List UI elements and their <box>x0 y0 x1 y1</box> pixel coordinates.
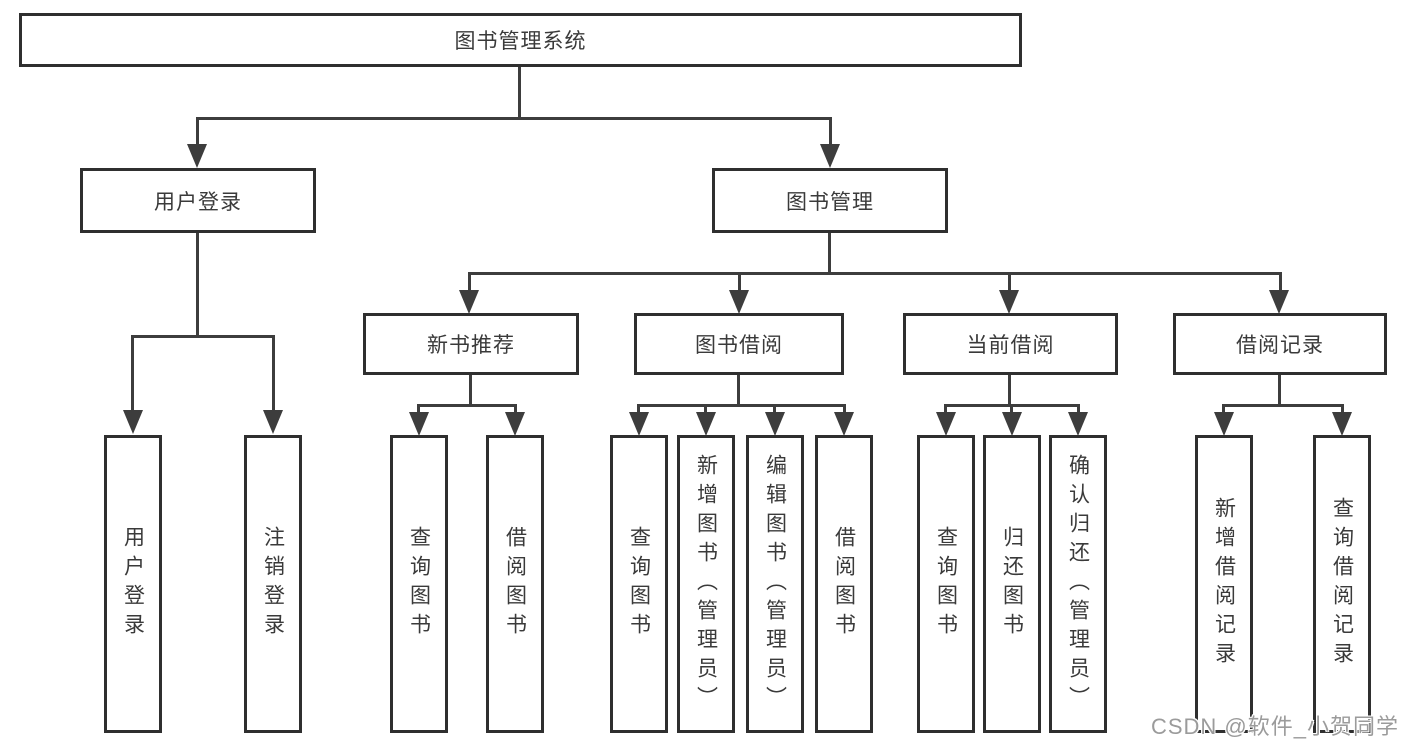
leaf-current-confirm-return-admin-label: 确认归还（管理员） <box>1066 453 1090 715</box>
arrowhead <box>459 290 479 314</box>
connector-borrowing-stem <box>737 375 740 407</box>
arrowhead <box>729 290 749 314</box>
leaf-recommend-borrow-books-label: 借阅图书 <box>503 526 527 642</box>
leaf-logout: 注销登录 <box>244 435 302 733</box>
node-new-book-recommend-label: 新书推荐 <box>427 334 515 357</box>
arrowhead <box>999 290 1019 314</box>
leaf-borrowing-edit-books-admin-label: 编辑图书（管理员） <box>763 453 787 715</box>
node-current-borrowing: 当前借阅 <box>903 313 1118 375</box>
connector-root-stem <box>518 67 521 119</box>
connector-root-drop-left <box>196 117 199 147</box>
arrowhead <box>820 144 840 168</box>
leaf-borrowing-query-books-label: 查询图书 <box>627 526 651 642</box>
arrowhead <box>1214 412 1234 436</box>
leaf-borrowing-edit-books-admin: 编辑图书（管理员） <box>746 435 804 733</box>
connector-mgmt-drop-1 <box>468 272 471 292</box>
connector-current-drop-3 <box>1077 404 1080 414</box>
connector-borrowing-drop-1 <box>637 404 640 414</box>
leaf-records-add-record: 新增借阅记录 <box>1195 435 1253 733</box>
connector-records-stem <box>1278 375 1281 407</box>
connector-recommend-drop-2 <box>514 404 517 414</box>
node-user-login-label: 用户登录 <box>154 190 242 214</box>
leaf-recommend-query-books: 查询图书 <box>390 435 448 733</box>
node-user-login: 用户登录 <box>80 168 316 233</box>
node-library-system: 图书管理系统 <box>19 13 1022 67</box>
leaf-current-confirm-return-admin: 确认归还（管理员） <box>1049 435 1107 733</box>
node-new-book-recommend: 新书推荐 <box>363 313 579 375</box>
node-current-borrowing-label: 当前借阅 <box>966 334 1055 357</box>
connector-login-bar <box>131 335 275 338</box>
connector-mgmt-drop-4 <box>1279 272 1282 292</box>
arrowhead <box>936 412 956 436</box>
connector-borrowing-drop-4 <box>843 404 846 414</box>
connector-recommend-drop-1 <box>417 404 420 414</box>
arrowhead <box>1332 412 1352 436</box>
connector-records-drop-2 <box>1341 404 1344 414</box>
connector-login-stem <box>196 233 199 338</box>
leaf-current-query-books: 查询图书 <box>917 435 975 733</box>
leaf-borrowing-borrow-books: 借阅图书 <box>815 435 873 733</box>
arrowhead <box>1068 412 1088 436</box>
connector-login-drop-1 <box>131 335 134 413</box>
node-borrow-records-label: 借阅记录 <box>1236 334 1324 357</box>
connector-borrowing-drop-3 <box>773 404 776 414</box>
node-book-management-label: 图书管理 <box>786 190 874 214</box>
leaf-user-login: 用户登录 <box>104 435 162 733</box>
leaf-records-query-record: 查询借阅记录 <box>1313 435 1371 733</box>
leaf-borrowing-query-books: 查询图书 <box>610 435 668 733</box>
connector-records-drop-1 <box>1222 404 1225 414</box>
arrowhead <box>123 410 143 434</box>
node-book-borrowing-label: 图书借阅 <box>695 334 783 357</box>
node-borrow-records: 借阅记录 <box>1173 313 1387 375</box>
connector-recommend-bar <box>417 404 517 407</box>
leaf-borrowing-borrow-books-label: 借阅图书 <box>832 526 856 642</box>
node-library-system-label: 图书管理系统 <box>454 30 587 53</box>
arrowhead <box>187 144 207 168</box>
connector-root-bar <box>196 117 832 120</box>
arrowhead <box>505 412 525 436</box>
node-book-borrowing: 图书借阅 <box>634 313 844 375</box>
connector-mgmt-drop-3 <box>1008 272 1011 292</box>
arrowhead <box>834 412 854 436</box>
connector-mgmt-bar <box>468 272 1282 275</box>
arrowhead <box>409 412 429 436</box>
leaf-user-login-label: 用户登录 <box>121 526 145 642</box>
arrowhead <box>263 410 283 434</box>
connector-current-drop-1 <box>944 404 947 414</box>
leaf-records-add-record-label: 新增借阅记录 <box>1212 497 1236 671</box>
connector-records-bar <box>1222 404 1344 407</box>
connector-mgmt-stem <box>828 233 831 275</box>
leaf-borrowing-add-books-admin: 新增图书（管理员） <box>677 435 735 733</box>
node-book-management: 图书管理 <box>712 168 948 233</box>
arrowhead <box>1269 290 1289 314</box>
watermark: CSDN @软件_小贺同学 <box>1150 714 1399 739</box>
leaf-current-return-books: 归还图书 <box>983 435 1041 733</box>
arrowhead <box>629 412 649 436</box>
connector-recommend-stem <box>469 375 472 407</box>
arrowhead <box>1002 412 1022 436</box>
connector-current-drop-2 <box>1010 404 1013 414</box>
leaf-recommend-borrow-books: 借阅图书 <box>486 435 544 733</box>
connector-current-stem <box>1008 375 1011 407</box>
leaf-borrowing-add-books-admin-label: 新增图书（管理员） <box>694 453 718 715</box>
arrowhead <box>765 412 785 436</box>
arrowhead <box>696 412 716 436</box>
connector-borrowing-bar <box>637 404 846 407</box>
leaf-current-query-books-label: 查询图书 <box>934 526 958 642</box>
connector-mgmt-drop-2 <box>738 272 741 292</box>
connector-login-drop-2 <box>272 335 275 413</box>
leaf-current-return-books-label: 归还图书 <box>1000 526 1024 642</box>
connector-root-drop-right <box>829 117 832 147</box>
leaf-records-query-record-label: 查询借阅记录 <box>1330 497 1354 671</box>
leaf-logout-label: 注销登录 <box>261 526 285 642</box>
connector-borrowing-drop-2 <box>704 404 707 414</box>
leaf-recommend-query-books-label: 查询图书 <box>407 526 431 642</box>
